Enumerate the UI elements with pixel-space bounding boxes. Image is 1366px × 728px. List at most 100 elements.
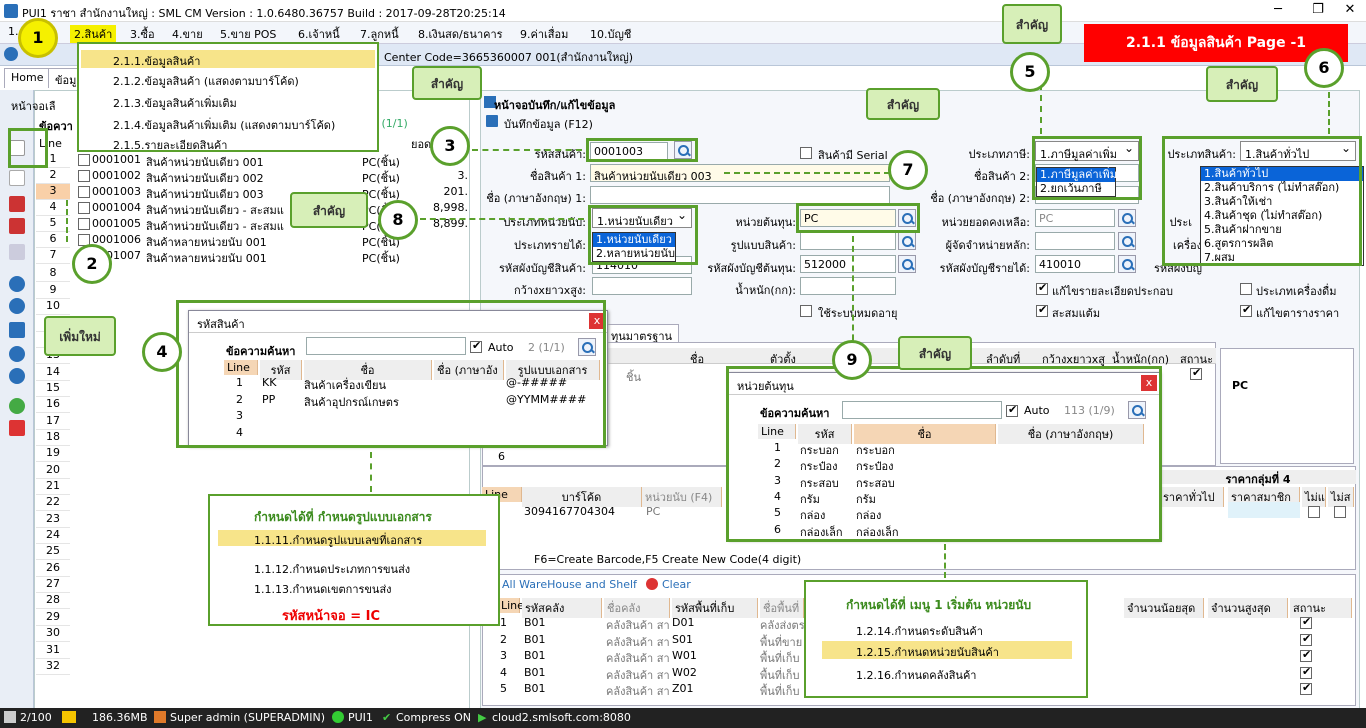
row-checkbox[interactable] xyxy=(78,186,90,198)
price-table-checkbox[interactable] xyxy=(1240,303,1252,317)
unit-popup-row-name[interactable]: กรัม xyxy=(856,492,876,506)
unit-popup-row-name[interactable]: กระสอบ xyxy=(856,476,895,490)
tab-home[interactable]: Home xyxy=(4,68,51,88)
unit-type-option-1[interactable]: 1.หน่วยนับเดียว xyxy=(593,233,675,247)
code-popup-row-code[interactable]: KK xyxy=(262,376,277,389)
expand-icon[interactable] xyxy=(9,322,25,338)
unit-popup-row-name[interactable]: กล่อง xyxy=(856,509,882,523)
serial-checkbox[interactable] xyxy=(800,147,812,159)
row-name[interactable]: สินค้าหลายหน่วยนับ 001 xyxy=(146,252,267,265)
type-option-3[interactable]: 3.สินค้าให้เช่า xyxy=(1204,195,1273,208)
price-x2-checkbox[interactable] xyxy=(1334,506,1346,518)
row-checkbox[interactable] xyxy=(78,218,90,230)
edit-detail-checkbox[interactable] xyxy=(1036,281,1048,295)
tab-data[interactable]: ข้อมู xyxy=(48,68,84,88)
wh-row-status-checkbox[interactable] xyxy=(1300,615,1312,629)
product-code-input[interactable]: 0001003 xyxy=(590,142,668,160)
code-popup-row-name[interactable]: สินค้าเครื่องเขียน xyxy=(304,379,387,392)
size-input[interactable] xyxy=(592,277,692,295)
menu-item-payable[interactable]: 6.เจ้าหนี้ xyxy=(298,28,340,41)
menu-popup-item-2[interactable]: 2.1.2.ข้อมูลสินค้า (แสดงตามบาร์โค้ด) xyxy=(113,75,299,88)
menu-item-product[interactable]: 2.สินค้า xyxy=(70,25,117,43)
wh-row-status-checkbox[interactable] xyxy=(1300,665,1312,679)
menu-item-1[interactable]: 1. xyxy=(8,25,19,38)
unit-popup-auto-checkbox[interactable] xyxy=(1006,403,1018,417)
wh-row-shelf[interactable]: S01 xyxy=(672,632,693,646)
blank-icon[interactable] xyxy=(9,170,25,186)
acc-income-input[interactable]: 410010 xyxy=(1035,255,1115,273)
acc-income-search-icon[interactable] xyxy=(1118,255,1136,273)
wh-row-code[interactable]: B01 xyxy=(524,682,546,695)
unit-grid-status-checkbox[interactable] xyxy=(1190,366,1202,380)
wh-row-code[interactable]: B01 xyxy=(524,665,546,679)
row-code[interactable]: 0001005 xyxy=(92,217,141,230)
save-button[interactable]: บันทึกข้อมูล (F12) xyxy=(504,118,593,131)
menu-popup-item-4[interactable]: 2.1.4.ข้อมูลสินค้าเพิ่มเติม (แสดงตามบาร์… xyxy=(113,119,336,132)
row-code[interactable]: 0001002 xyxy=(92,169,141,182)
edit-icon[interactable] xyxy=(9,196,25,212)
code-popup-search-icon[interactable] xyxy=(578,338,596,356)
wh-row-code[interactable]: B01 xyxy=(524,616,546,629)
wh-row-shelf[interactable]: Z01 xyxy=(672,682,694,695)
code-popup-row-name[interactable]: สินค้าอุปกรณ์เกษตร xyxy=(304,395,399,409)
cost-unit-input[interactable]: PC xyxy=(800,209,896,227)
acc-cost-input[interactable]: 512000 xyxy=(800,255,896,273)
barcode-value[interactable]: 3094167704304 xyxy=(524,505,615,518)
unit-popup-row-name[interactable]: กระบอก xyxy=(856,444,895,457)
item-pattern-input[interactable] xyxy=(800,232,896,250)
unit-popup-row-code[interactable]: กล่องเล็ก xyxy=(800,525,843,539)
member-price-cell[interactable] xyxy=(1228,502,1300,518)
menu-popup-item-5[interactable]: 2.1.5.รายละเอียดสินค้า xyxy=(113,139,228,152)
tax-option-1[interactable]: 1.ภาษีมูลค่าเพิ่ม xyxy=(1037,168,1117,182)
row-name[interactable]: สินค้าหน่วยนับเดียว 002 xyxy=(146,172,264,185)
unit-popup-search-input[interactable] xyxy=(842,401,1002,419)
menu-item-cash[interactable]: 8.เงินสด/ธนาคาร xyxy=(418,28,503,41)
code-popup-auto-checkbox[interactable] xyxy=(470,339,482,353)
type-option-5[interactable]: 5.สินค้าฝากขาย xyxy=(1204,223,1282,236)
tab-standard-cost[interactable]: ทุนมาตรฐาน xyxy=(604,324,680,343)
unit-popup-row-code[interactable]: กระป๋อง xyxy=(800,460,838,474)
wh-row-code[interactable]: B01 xyxy=(524,632,546,646)
barcode-unit[interactable]: PC xyxy=(646,505,661,518)
row-checkbox[interactable] xyxy=(78,154,90,166)
accum-points-checkbox[interactable] xyxy=(1036,303,1048,317)
machine-type-checkbox[interactable] xyxy=(1240,283,1252,295)
item-pattern-search-icon[interactable] xyxy=(898,232,916,250)
close-button[interactable]: ✕ xyxy=(1344,2,1356,17)
row-code[interactable]: 0001004 xyxy=(92,201,141,214)
row-name[interactable]: สินค้าหลายหน่วยนับ 001 xyxy=(146,236,267,249)
menu-item-depreciation[interactable]: 9.ค่าเสื่อม xyxy=(520,28,569,41)
expiry-checkbox[interactable] xyxy=(800,305,812,317)
wh-row-shelf[interactable]: D01 xyxy=(672,616,695,629)
code-popup-close-icon[interactable]: x xyxy=(589,313,605,329)
close-doc-icon[interactable] xyxy=(9,420,25,436)
code-popup-search-input[interactable] xyxy=(306,337,466,355)
cost-unit-search-icon[interactable] xyxy=(898,209,916,227)
menu-item-account[interactable]: 10.บัญชี xyxy=(590,28,632,41)
maximize-button[interactable]: ❐ xyxy=(1312,2,1324,17)
row-checkbox[interactable] xyxy=(78,202,90,214)
type-option-1[interactable]: 1.สินค้าทั่วไป xyxy=(1201,167,1363,181)
row-code[interactable]: 0001006 xyxy=(92,233,141,246)
name-en1-input[interactable] xyxy=(590,186,890,204)
up-icon[interactable] xyxy=(9,346,25,362)
type-option-4[interactable]: 4.สินค้าชุด (ไม่ทำสต๊อก) xyxy=(1204,209,1323,222)
delete-doc-icon[interactable] xyxy=(9,218,25,234)
minimize-button[interactable]: ─ xyxy=(1274,2,1282,17)
help-icon[interactable] xyxy=(9,398,25,414)
menu-item-receivable[interactable]: 7.ลูกหนี้ xyxy=(360,28,399,41)
row-code[interactable]: 0001001 xyxy=(92,153,141,166)
unit-popup-row-code[interactable]: กระบอก xyxy=(800,444,839,457)
menu-popup-item-1[interactable]: 2.1.1.ข้อมูลสินค้า xyxy=(81,50,375,68)
menu-popup-item-3[interactable]: 2.1.3.ข้อมูลสินค้าเพิ่มเติม xyxy=(113,97,237,110)
row-name[interactable]: สินค้าหน่วยนับเดียว 003 xyxy=(146,188,264,201)
back-icon[interactable] xyxy=(9,276,25,292)
clear-button[interactable]: Clear xyxy=(662,578,691,591)
unit-popup-close-icon[interactable]: x xyxy=(1141,375,1157,391)
supplier-search-icon[interactable] xyxy=(1118,232,1136,250)
wh-row-status-checkbox[interactable] xyxy=(1300,681,1312,695)
type-option-7[interactable]: 7.ผสม xyxy=(1204,251,1235,264)
menu-item-pos[interactable]: 5.ขาย POS xyxy=(220,28,277,41)
type-option-6[interactable]: 6.สูตรการผลิต xyxy=(1204,237,1274,250)
row-name[interactable]: สินค้าหน่วยนับเดียว - สะสมแ xyxy=(146,204,284,217)
